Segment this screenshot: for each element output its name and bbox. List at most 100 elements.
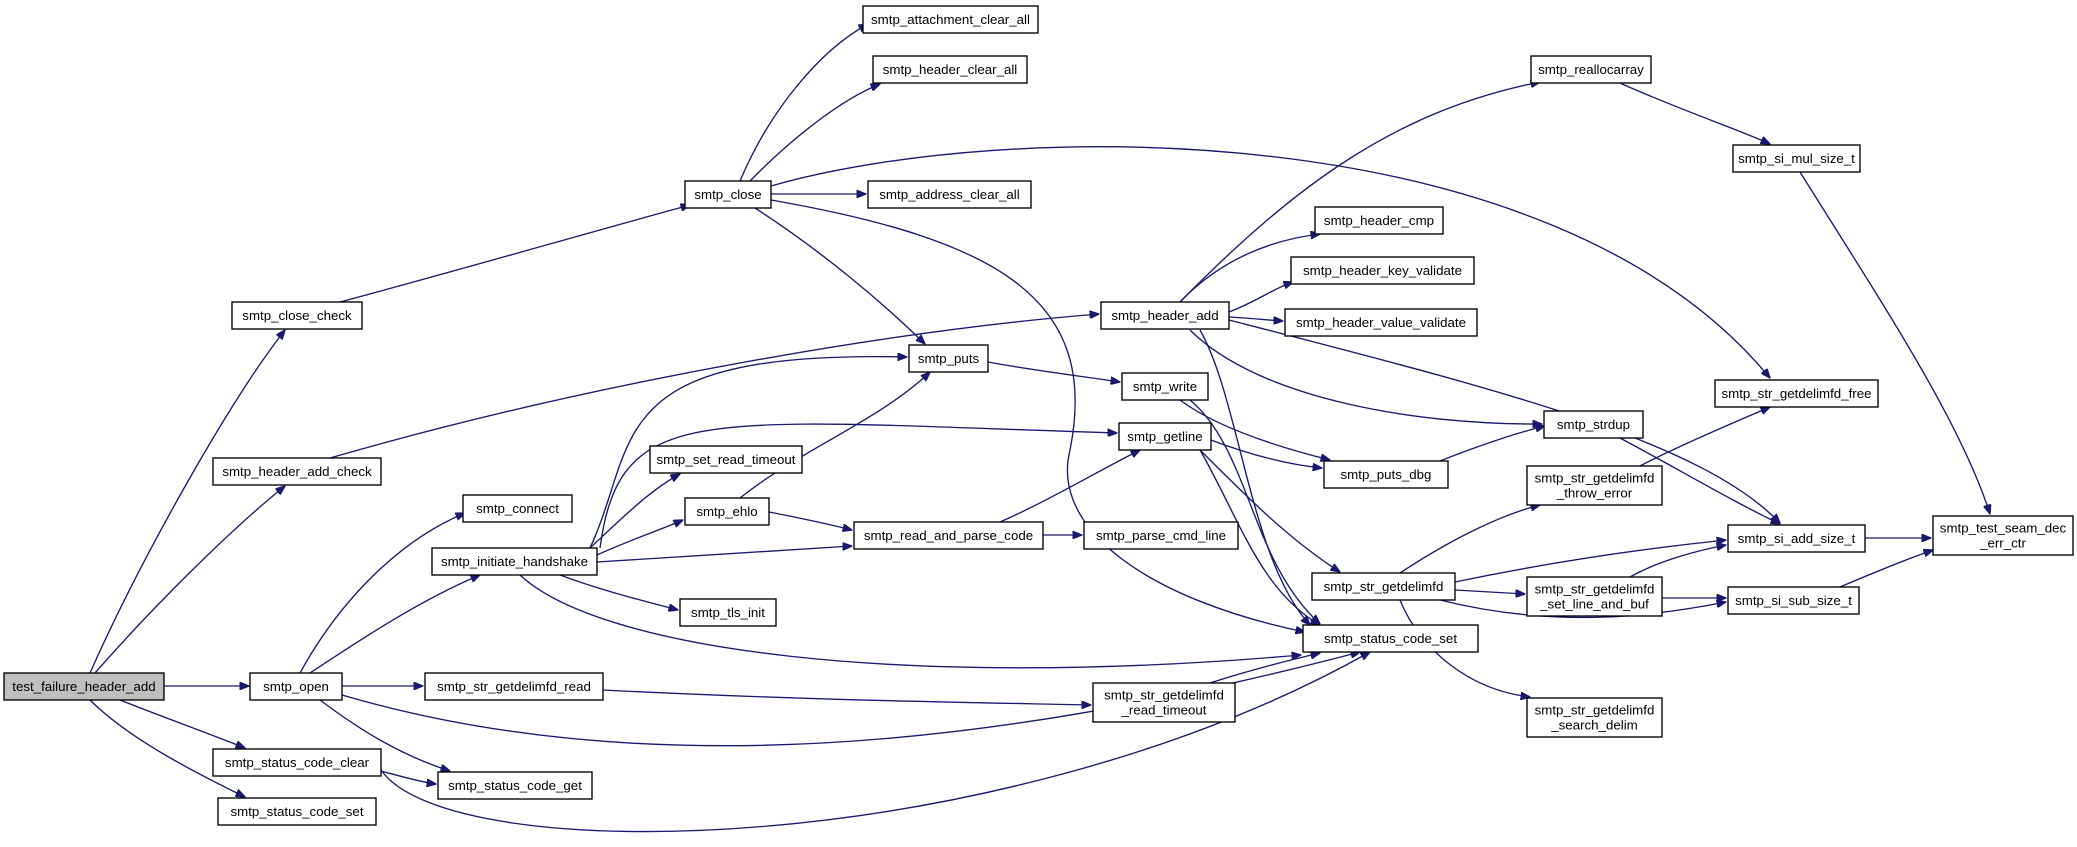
node-smtp-ehlo[interactable]: smtp_ehlo (684, 497, 770, 526)
node-label: smtp_si_sub_size_t (1735, 593, 1852, 608)
edge-n7-n12 (1189, 399, 1320, 624)
node-label: smtp_str_getdelimfd (1324, 579, 1444, 594)
node-smtp-write[interactable]: smtp_write (1121, 372, 1209, 401)
node-smtp-attachment-clear-all[interactable]: smtp_attachment_clear_all (862, 5, 1039, 34)
node-label: smtp_header_cmp (1324, 213, 1434, 228)
node-smtp-str-getdelimfd-throw-error[interactable]: smtp_str_getdelimfd_throw_error (1526, 465, 1663, 506)
edge-n27-n10 (1454, 540, 1726, 583)
node-label: smtp_status_code_clear (225, 755, 370, 770)
node-smtp-test-seam-dec-err-ctr[interactable]: smtp_test_seam_dec_err_ctr (1932, 515, 2074, 556)
edge-n27-n31 (1399, 505, 1540, 574)
node-smtp-getline[interactable]: smtp_getline (1118, 422, 1212, 451)
edge-n24-n25 (768, 511, 852, 530)
edge-n36-n12 (1209, 653, 1320, 684)
edge-n2-n4 (749, 84, 880, 182)
node-smtp-str-getdelimfd-search-delim[interactable]: smtp_str_getdelimfd_search_delim (1526, 697, 1663, 738)
edge-n21-n23 (309, 575, 480, 674)
edge-n7-n8 (1179, 399, 1330, 460)
node-smtp-puts-dbg[interactable]: smtp_puts_dbg (1323, 460, 1449, 489)
node-smtp-initiate-handshake[interactable]: smtp_initiate_handshake (431, 547, 598, 576)
node-label: smtp_getline (1127, 429, 1202, 444)
node-smtp-si-mul-size-t[interactable]: smtp_si_mul_size_t (1732, 144, 1861, 173)
node-smtp-header-cmp[interactable]: smtp_header_cmp (1314, 206, 1444, 235)
edge-n16-n17 (1619, 82, 1770, 144)
node-smtp-address-clear-all[interactable]: smtp_address_clear_all (867, 180, 1032, 209)
node-label: smtp_ehlo (696, 504, 757, 519)
node-label: smtp_puts (918, 351, 980, 366)
edge-n9-n10 (1619, 437, 1780, 524)
node-label: smtp_header_key_validate (1303, 263, 1462, 278)
node-smtp-header-key-validate[interactable]: smtp_header_key_validate (1290, 256, 1475, 285)
edge-n15-n16 (1179, 82, 1540, 303)
node-smtp-strdup[interactable]: smtp_strdup (1543, 410, 1644, 439)
edge-n0-n39 (89, 699, 245, 797)
node-smtp-status-code-set[interactable]: smtp_status_code_set (217, 797, 377, 826)
node-smtp-status-code-get[interactable]: smtp_status_code_get (437, 771, 593, 800)
node-smtp-header-clear-all[interactable]: smtp_header_clear_all (872, 55, 1028, 84)
node-label: smtp_read_and_parse_code (864, 528, 1033, 543)
node-smtp-close[interactable]: smtp_close (684, 180, 772, 209)
node-smtp-tls-init[interactable]: smtp_tls_init (679, 598, 777, 627)
node-smtp-header-add[interactable]: smtp_header_add (1100, 301, 1230, 330)
edge-n15-n20 (1228, 316, 1283, 321)
node-smtp-header-value-validate[interactable]: smtp_header_value_validate (1284, 308, 1478, 337)
node-smtp-str-getdelimfd-set-line-and-buf[interactable]: smtp_str_getdelimfd_set_line_and_buf (1526, 576, 1663, 617)
node-smtp-set-read-timeout[interactable]: smtp_set_read_timeout (649, 445, 803, 474)
node-smtp-connect[interactable]: smtp_connect (462, 494, 573, 523)
node-smtp-status-code-set[interactable]: smtp_status_code_set (1302, 624, 1479, 653)
node-smtp-open[interactable]: smtp_open (249, 672, 343, 701)
node-label: smtp_set_read_timeout (657, 452, 796, 467)
node-smtp-status-code-clear[interactable]: smtp_status_code_clear (212, 748, 382, 777)
node-label: smtp_str_getdelimfd (1104, 688, 1224, 703)
edge-n2-n3 (739, 24, 868, 182)
edge-n17-n11 (1799, 171, 1990, 514)
node-label: smtp_str_getdelimfd_free (1721, 386, 1871, 401)
node-smtp-read-and-parse-code[interactable]: smtp_read_and_parse_code (853, 521, 1044, 550)
edge-n26-n8 (1210, 439, 1322, 468)
node-smtp-str-getdelimfd-read-timeout[interactable]: smtp_str_getdelimfd_read_timeout (1092, 682, 1236, 723)
node-smtp-close-check[interactable]: smtp_close_check (231, 301, 363, 330)
node-smtp-header-add-check[interactable]: smtp_header_add_check (212, 457, 382, 486)
node-label: smtp_si_mul_size_t (1738, 151, 1855, 166)
edge-n38-n37 (380, 770, 436, 784)
node-smtp-str-getdelimfd-read[interactable]: smtp_str_getdelimfd_read (424, 672, 604, 701)
edge-n15-n18 (1179, 234, 1320, 303)
edge-n0-n1 (89, 330, 285, 674)
edge-n21-n37 (319, 699, 450, 771)
node-smtp-str-getdelimfd[interactable]: smtp_str_getdelimfd (1311, 572, 1456, 601)
node-smtp-reallocarray[interactable]: smtp_reallocarray (1530, 55, 1652, 84)
node-test-failure-header-add[interactable]: test_failure_header_add (3, 672, 165, 701)
node-label: smtp_status_code_set (1324, 631, 1457, 646)
edge-n25-n26 (999, 450, 1140, 523)
node-label: smtp_header_add_check (222, 464, 372, 479)
edge-n27-n28 (1454, 589, 1525, 594)
node-label: smtp_initiate_handshake (441, 554, 588, 569)
edge-n2-n6 (754, 207, 925, 344)
node-label: smtp_header_add (1111, 308, 1218, 323)
node-smtp-si-add-size-t[interactable]: smtp_si_add_size_t (1727, 524, 1866, 553)
node-label: _set_line_and_buf (1539, 597, 1649, 612)
node-smtp-puts[interactable]: smtp_puts (908, 344, 989, 373)
edge-n0-n14 (94, 486, 285, 674)
node-smtp-parse-cmd-line[interactable]: smtp_parse_cmd_line (1083, 521, 1239, 550)
node-label: test_failure_header_add (12, 679, 155, 694)
edge-n23-n25 (596, 546, 852, 563)
edge-n29-n11 (1839, 550, 1933, 588)
node-smtp-si-sub-size-t[interactable]: smtp_si_sub_size_t (1727, 586, 1860, 615)
edge-n28-n10 (1629, 545, 1726, 578)
node-label: _read_timeout (1120, 703, 1206, 718)
node-smtp-str-getdelimfd-free[interactable]: smtp_str_getdelimfd_free (1714, 379, 1879, 408)
node-label: smtp_open (263, 679, 329, 694)
node-label: smtp_test_seam_dec (1940, 521, 2067, 536)
edge-n21-n12 (341, 652, 1360, 747)
node-label: smtp_str_getdelimfd_read (437, 679, 591, 694)
edge-n24-n6 (739, 372, 930, 499)
node-label: smtp_attachment_clear_all (871, 12, 1030, 27)
node-label: smtp_si_add_size_t (1738, 531, 1856, 546)
node-label: smtp_parse_cmd_line (1096, 528, 1226, 543)
node-label: smtp_str_getdelimfd (1535, 703, 1655, 718)
node-label: smtp_status_code_set (230, 804, 363, 819)
edge-n23-n6 (589, 357, 907, 549)
edge-n21-n22 (299, 513, 465, 674)
